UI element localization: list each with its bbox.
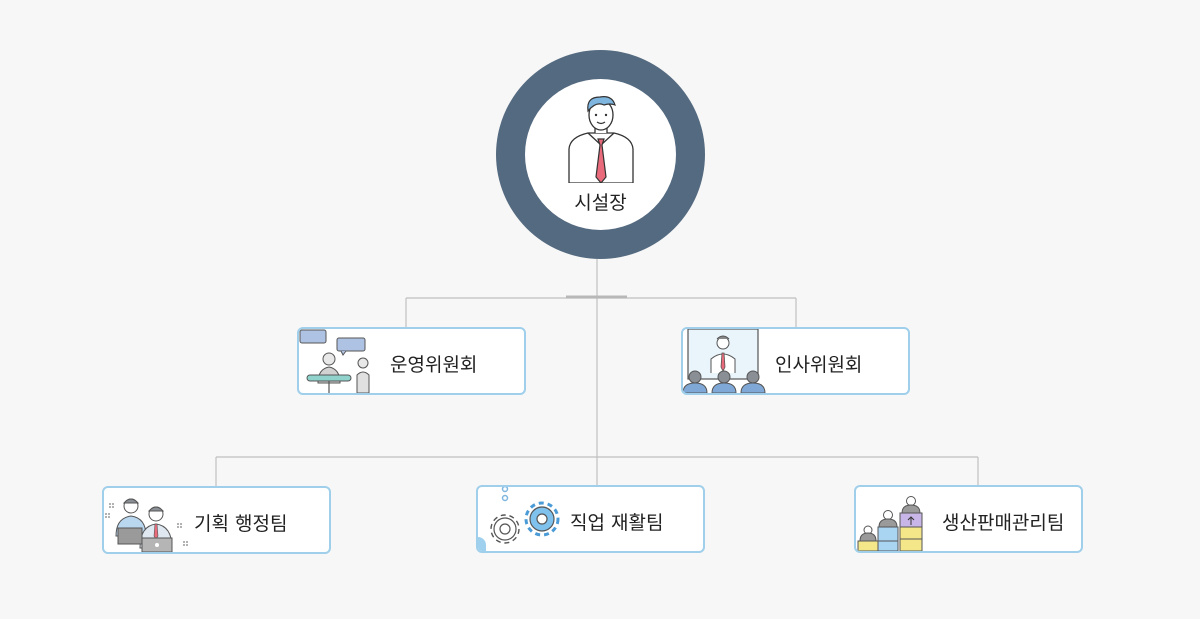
director-node: 시설장 bbox=[496, 50, 705, 259]
production-sales-team-label: 생산판매관리팀 bbox=[942, 512, 1065, 534]
director-label: 시설장 bbox=[574, 192, 627, 214]
meeting-discussion-icon bbox=[299, 329, 370, 393]
planning-admin-team-node: 기획 행정팀 bbox=[102, 486, 331, 554]
hr-committee-label: 인사위원회 bbox=[775, 354, 863, 376]
production-boxes-icon bbox=[857, 496, 923, 551]
vocational-rehab-team-node: 직업 재활팀 bbox=[476, 485, 705, 553]
planning-admin-team-label: 기획 행정팀 bbox=[194, 513, 288, 535]
hr-committee-node: 인사위원회 bbox=[681, 327, 910, 395]
manager-with-tie-icon bbox=[568, 96, 634, 183]
production-sales-team-node: 생산판매관리팀 bbox=[854, 485, 1083, 553]
director-node-inner: 시설장 bbox=[525, 79, 676, 230]
vocational-rehab-team-label: 직업 재활팀 bbox=[570, 512, 664, 534]
presentation-audience-icon bbox=[683, 329, 766, 393]
operations-committee-node: 운영위원회 bbox=[297, 327, 526, 395]
office-workers-laptop-icon bbox=[105, 498, 188, 552]
operations-committee-label: 운영위원회 bbox=[390, 354, 478, 376]
gears-icon bbox=[478, 487, 560, 551]
